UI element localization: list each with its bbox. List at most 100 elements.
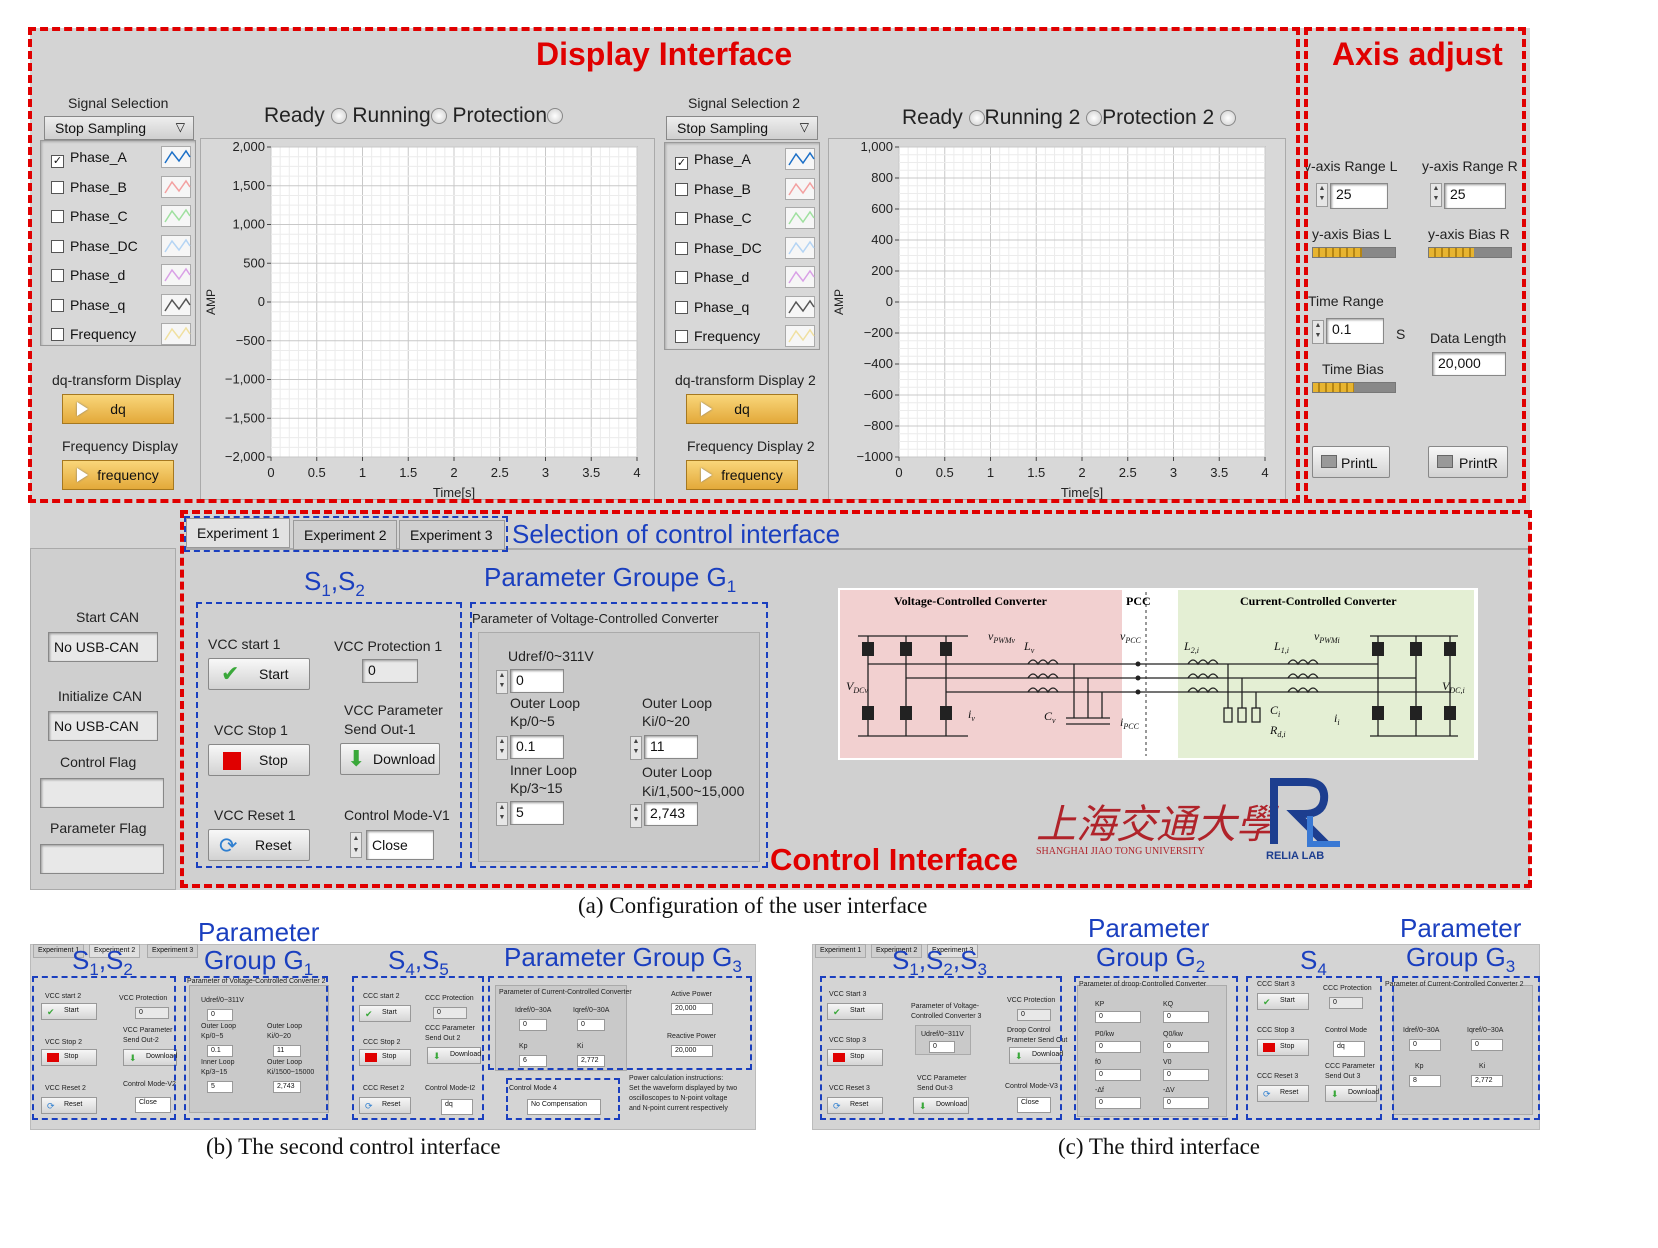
- b-ki-val[interactable]: 2,772: [577, 1055, 605, 1067]
- checkbox[interactable]: [675, 330, 688, 343]
- frequency-button-2[interactable]: frequency: [686, 460, 798, 490]
- c-kp-val[interactable]: 0: [1095, 1011, 1141, 1023]
- yrange-l-input[interactable]: 25: [1330, 183, 1388, 209]
- c-mode-val[interactable]: Close: [1017, 1097, 1051, 1113]
- left_signal-item-phase-a[interactable]: ✓Phase_A: [51, 146, 191, 171]
- checkbox[interactable]: [51, 328, 64, 341]
- right_signal-item-phase-a[interactable]: ✓Phase_A: [675, 148, 815, 173]
- checkbox[interactable]: [675, 182, 688, 196]
- c-ccc-reset-button[interactable]: ⟳Reset: [1257, 1085, 1309, 1102]
- udref-spinner[interactable]: ▲▼: [496, 670, 508, 694]
- outer-ki-input[interactable]: 11: [644, 735, 698, 759]
- udref-input[interactable]: 0: [510, 669, 564, 693]
- yrange-r-input[interactable]: 25: [1444, 183, 1506, 209]
- b-udref-val[interactable]: 0: [207, 1009, 233, 1021]
- control-mode-spinner[interactable]: ▲▼: [350, 832, 362, 858]
- b-download-button[interactable]: ⬇Download: [123, 1049, 177, 1066]
- b-ccc-start-button[interactable]: ✔Start: [359, 1005, 411, 1022]
- ybias-r-slider[interactable]: [1428, 247, 1512, 258]
- checkbox[interactable]: [51, 180, 64, 194]
- c-udref-val[interactable]: 0: [929, 1041, 955, 1053]
- time-range-input[interactable]: 0.1: [1326, 318, 1384, 344]
- right_signal-item-phase-dc[interactable]: Phase_DC: [675, 236, 815, 262]
- stop-sampling-dropdown[interactable]: Stop Sampling▽: [44, 116, 194, 140]
- b-mode-val[interactable]: Close: [135, 1097, 171, 1113]
- c-iqref-val[interactable]: 0: [1471, 1039, 1503, 1051]
- printr-button[interactable]: PrintR: [1428, 446, 1508, 478]
- c-v0-val[interactable]: 0: [1163, 1069, 1209, 1081]
- c-tab-3[interactable]: Experiment 3: [927, 944, 979, 958]
- right_signal-item-phase-q[interactable]: Phase_q: [675, 295, 815, 321]
- checkbox[interactable]: ✓: [51, 155, 64, 168]
- vcc-download-button[interactable]: ⬇Download: [340, 743, 440, 775]
- checkbox[interactable]: [675, 241, 688, 255]
- inner-kp-input[interactable]: 5: [510, 801, 564, 825]
- control-mode-value[interactable]: Close: [366, 830, 434, 860]
- checkbox[interactable]: [51, 239, 64, 253]
- c-ccc-stop-button[interactable]: Stop: [1257, 1039, 1309, 1056]
- c-ccc-download-button[interactable]: ⬇Download: [1325, 1085, 1379, 1102]
- c-reset-button[interactable]: ⟳Reset: [827, 1097, 883, 1114]
- left_signal-item-frequency[interactable]: Frequency: [51, 323, 191, 348]
- checkbox[interactable]: [675, 300, 688, 314]
- c-kp3-val[interactable]: 8: [1409, 1075, 1441, 1087]
- left_signal-item-phase-c[interactable]: Phase_C: [51, 205, 191, 230]
- c-start-button[interactable]: ✔Start: [827, 1003, 883, 1020]
- tab-experiment-3[interactable]: Experiment 3: [399, 520, 505, 550]
- b-idref-val[interactable]: 0: [519, 1019, 547, 1031]
- time-range-spinner[interactable]: ▲▼: [1312, 320, 1324, 344]
- left_signal-item-phase-q[interactable]: Phase_q: [51, 293, 191, 319]
- c-ki3-val[interactable]: 2,772: [1471, 1075, 1503, 1087]
- printl-button[interactable]: PrintL: [1312, 446, 1390, 478]
- right_signal-item-phase-c[interactable]: Phase_C: [675, 207, 815, 232]
- left_signal-item-phase-d[interactable]: Phase_d: [51, 264, 191, 289]
- c-df-val[interactable]: 0: [1095, 1097, 1141, 1109]
- left_signal-item-phase-dc[interactable]: Phase_DC: [51, 234, 191, 260]
- c-tab-2[interactable]: Experiment 2: [871, 944, 923, 958]
- outer-ki-spinner[interactable]: ▲▼: [630, 736, 642, 760]
- b-tab-3[interactable]: Experiment 3: [147, 944, 199, 958]
- ybias-l-slider[interactable]: [1312, 247, 1396, 258]
- b-ccc-mode-val[interactable]: dq: [441, 1099, 473, 1115]
- c-q0-val[interactable]: 0: [1163, 1041, 1209, 1053]
- c-f0-val[interactable]: 0: [1095, 1069, 1141, 1081]
- b-oki-val[interactable]: 11: [273, 1045, 301, 1057]
- yrange-r-spinner[interactable]: ▲▼: [1430, 183, 1442, 207]
- time-bias-slider[interactable]: [1312, 382, 1396, 393]
- b-tab-1[interactable]: Experiment 1: [33, 944, 85, 958]
- outer-kp-spinner[interactable]: ▲▼: [496, 736, 508, 760]
- checkbox[interactable]: [675, 271, 688, 284]
- b-reset-button[interactable]: ⟳Reset: [41, 1097, 97, 1114]
- b-tab-2[interactable]: Experiment 2: [89, 944, 141, 958]
- inner-kp-spinner[interactable]: ▲▼: [496, 802, 508, 826]
- c-droop-download-button[interactable]: ⬇Download: [1009, 1047, 1063, 1064]
- yrange-l-spinner[interactable]: ▲▼: [1316, 183, 1328, 207]
- checkbox[interactable]: [51, 210, 64, 223]
- c-stop-button[interactable]: Stop: [827, 1049, 883, 1066]
- left_signal-item-phase-b[interactable]: Phase_B: [51, 175, 191, 201]
- checkbox[interactable]: [51, 269, 64, 282]
- right_signal-item-phase-d[interactable]: Phase_d: [675, 266, 815, 291]
- c-ccc-start-button[interactable]: ✔Start: [1257, 993, 1309, 1010]
- stop-sampling-dropdown-2[interactable]: Stop Sampling▽: [666, 116, 818, 140]
- data-length-input[interactable]: 20,000: [1432, 352, 1506, 376]
- vcc-reset-button[interactable]: ⟳Reset: [208, 829, 310, 861]
- frequency-button[interactable]: frequency: [62, 460, 174, 490]
- dq-button-2[interactable]: dq: [686, 394, 798, 424]
- checkbox[interactable]: [675, 212, 688, 225]
- right_signal-item-frequency[interactable]: Frequency: [675, 325, 815, 350]
- outer-ki-b-input[interactable]: 2,743: [644, 802, 698, 826]
- c-ccc-mode-val[interactable]: dq: [1333, 1041, 1365, 1057]
- c-dv-val[interactable]: 0: [1163, 1097, 1209, 1109]
- c-p0-val[interactable]: 0: [1095, 1041, 1141, 1053]
- vcc-start-button[interactable]: ✔Start: [208, 658, 310, 690]
- b-kp-val[interactable]: 6: [519, 1055, 547, 1067]
- c-tab-1[interactable]: Experiment 1: [815, 944, 867, 958]
- c-idref-val[interactable]: 0: [1409, 1039, 1441, 1051]
- tab-experiment-1[interactable]: Experiment 1: [186, 518, 290, 548]
- outer-ki-b-spinner[interactable]: ▲▼: [630, 804, 642, 828]
- b-start-button[interactable]: ✔Start: [41, 1003, 97, 1020]
- b-ccc-download-button[interactable]: ⬇Download: [427, 1047, 481, 1064]
- b-iqref-val[interactable]: 0: [577, 1019, 605, 1031]
- b-ccc-stop-button[interactable]: Stop: [359, 1049, 411, 1066]
